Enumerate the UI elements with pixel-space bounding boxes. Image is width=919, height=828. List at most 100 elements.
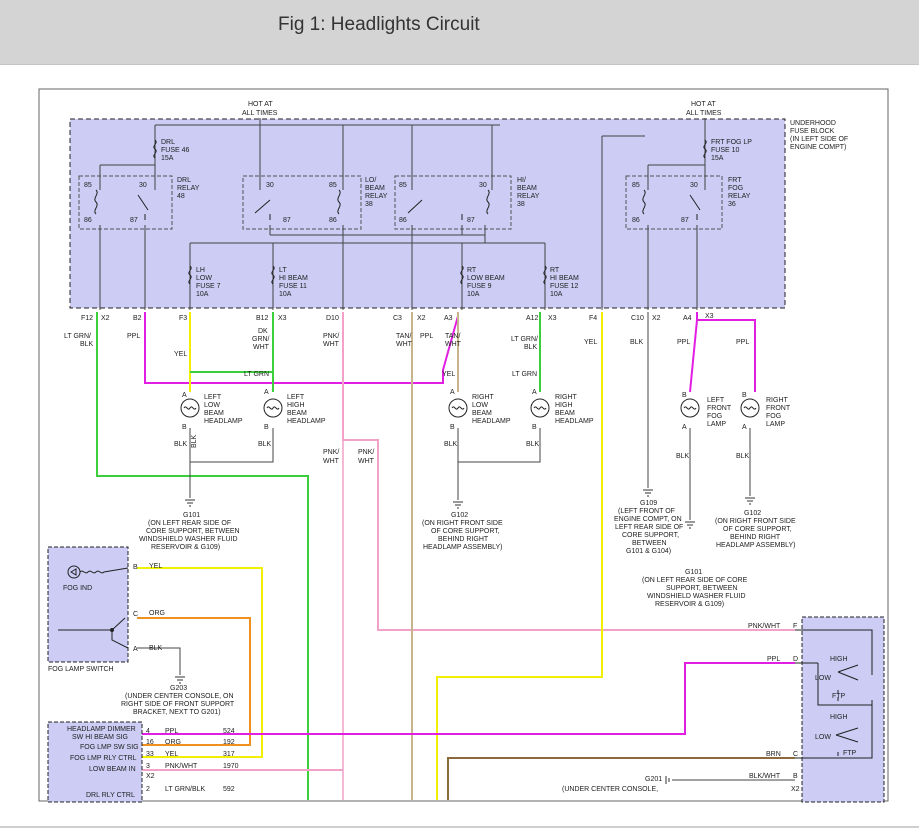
g102b-line-5: HEADLAMP ASSEMBLY) [716, 542, 796, 549]
lo-relay-label-4: 38 [365, 201, 373, 208]
hi-relay-label-2: BEAM [517, 185, 537, 192]
fuse-block-wiring [99, 118, 706, 310]
rt-hi-fuse-3: FUSE 12 [550, 283, 579, 290]
dimmer-d-wire: PPL [767, 656, 780, 663]
left-fog-lamp-2: FRONT [707, 405, 732, 412]
all-times-label-1: ALL TIMES [242, 110, 278, 117]
wire-pnkwht-1b: WHT [323, 341, 340, 348]
dimmer-low-1: LOW [815, 675, 831, 682]
module-row-2-pin: 16 [146, 739, 154, 746]
conn-a4: A4 [683, 315, 692, 322]
fog-lamp-switch-label: FOG LAMP SWITCH [48, 666, 114, 673]
fog-switch-internals [58, 565, 129, 649]
dimmer-conn-x2: X2 [791, 786, 800, 793]
conn-f4: F4 [589, 315, 597, 322]
g102a-line-5: HEADLAMP ASSEMBLY) [423, 544, 503, 551]
module-row-1-wire: PPL [165, 728, 178, 735]
diagram-frame [38, 88, 889, 802]
wire-pnkwht-3a: PNK/ [358, 449, 374, 456]
dimmer-d-pin: D [793, 656, 798, 663]
lamp-labels: LEFT LOW BEAM HEADLAMP LEFT HIGH BEAM HE… [182, 389, 791, 431]
g101b-line-2: (ON LEFT REAR SIDE OF CORE [642, 577, 748, 584]
hi-pin-86: 86 [399, 217, 407, 224]
left-high-lamp-3: BEAM [287, 410, 307, 417]
wire-blk-f: BLK [676, 453, 690, 460]
fog-pin-87: 87 [681, 217, 689, 224]
g102a-line-2: (ON RIGHT FRONT SIDE [422, 520, 503, 527]
lt-hi-fuse-1: LT [279, 267, 287, 274]
conn-a3: A3 [444, 315, 453, 322]
module-row-4-pin: 3 [146, 763, 150, 770]
g101a-line-3: CORE SUPPORT, BETWEEN [146, 528, 240, 535]
pin-a-3: A [450, 389, 455, 396]
all-times-label-2: ALL TIMES [686, 110, 722, 117]
dimmer-low-2: LOW [815, 734, 831, 741]
right-high-lamp-2: HIGH [555, 402, 573, 409]
g109-line-7: G101 & G104) [626, 548, 671, 555]
fuse-block-label-3: (IN LEFT SIDE OF [790, 136, 848, 143]
left-low-lamp-2: LOW [204, 402, 220, 409]
fog-switch-wire-a: BLK [149, 645, 163, 652]
dimmer-f-wire: PNK/WHT [748, 623, 781, 630]
drl-fuse-label-3: 15A [161, 155, 174, 162]
g101b-line-1: G101 [685, 569, 702, 576]
g109-line-2: (LEFT FRONT OF [618, 508, 675, 515]
drl-fuse-label-2: FUSE 46 [161, 147, 190, 154]
rt-low-fuse-1: RT [467, 267, 477, 274]
conn-b2: B2 [133, 315, 142, 322]
right-fog-lamp-2: FRONT [766, 405, 791, 412]
wire-blk-b: BLK [258, 441, 272, 448]
hi-beam-relay-box [394, 175, 512, 230]
ground-symbols [175, 489, 755, 784]
wire-pnkwht-2b: WHT [323, 458, 340, 465]
wire-ltgrnblk-1b: BLK [80, 341, 94, 348]
conn-x3-c: X3 [705, 313, 714, 320]
wire-blk-e: BLK [191, 434, 198, 448]
pin-a-2: A [264, 389, 269, 396]
lo-pin-86: 86 [329, 217, 337, 224]
fog-relay-label-2: FOG [728, 185, 743, 192]
module-row-1-pin: 4 [146, 728, 150, 735]
wire-yel-2: YEL [584, 339, 597, 346]
module-row-3-pin: 33 [146, 751, 154, 758]
fog-switch-pin-c: C [133, 611, 138, 618]
wire-blk-a: BLK [174, 441, 188, 448]
fog-lamp-switch-box [47, 546, 129, 663]
left-low-lamp-3: BEAM [204, 410, 224, 417]
conn-c3: C3 [393, 315, 402, 322]
hot-at-label-1: HOT AT [248, 101, 273, 108]
fog-relay-label-1: FRT [728, 177, 742, 184]
g101b-line-5: RESERVOIR & G109) [655, 601, 724, 608]
wire-blk-g: BLK [736, 453, 750, 460]
ground-wires [137, 312, 795, 781]
fog-fuse-label-1: FRT FOG LP [711, 139, 752, 146]
fog-switch-pin-a: A [133, 646, 138, 653]
wire-pnkwht-3b: WHT [358, 458, 375, 465]
lh-low-fuse-2: LOW [196, 275, 212, 282]
lo-relay-label-2: BEAM [365, 185, 385, 192]
fog-relay-box [625, 175, 723, 230]
module-row-4-name: LOW BEAM IN [89, 766, 136, 773]
pin-a-6: A [742, 424, 747, 431]
rt-low-fuse-3: FUSE 9 [467, 283, 492, 290]
hi-relay-label-1: HI/ [517, 177, 526, 184]
conn-d10: D10 [326, 315, 339, 322]
fog-pin-30: 30 [690, 182, 698, 189]
fuse-block-label-1: UNDERHOOD [790, 120, 836, 127]
g109-line-5: CORE SUPPORT, [622, 532, 679, 539]
g101b-line-4: WINDSHIELD WASHER FLUID [647, 593, 746, 600]
wire-ltgrn-2: LT GRN [512, 371, 537, 378]
lo-beam-relay-box [242, 175, 362, 230]
fog-switch-pin-b: B [133, 564, 138, 571]
module-row-4-wire: PNK/WHT [165, 763, 198, 770]
left-fog-lamp-4: LAMP [707, 421, 726, 428]
right-high-lamp-1: RIGHT [555, 394, 578, 401]
right-high-lamp-3: BEAM [555, 410, 575, 417]
dimmer-c-wire: BRN [766, 751, 781, 758]
dimmer-b-pin: B [793, 773, 798, 780]
fog-switch-wire-c: ORG [149, 610, 165, 617]
conn-x2-c: X2 [652, 315, 661, 322]
module-row-1-circuit: 524 [223, 728, 235, 735]
bottom-divider [0, 826, 919, 828]
g203-line-1: G203 [170, 685, 187, 692]
